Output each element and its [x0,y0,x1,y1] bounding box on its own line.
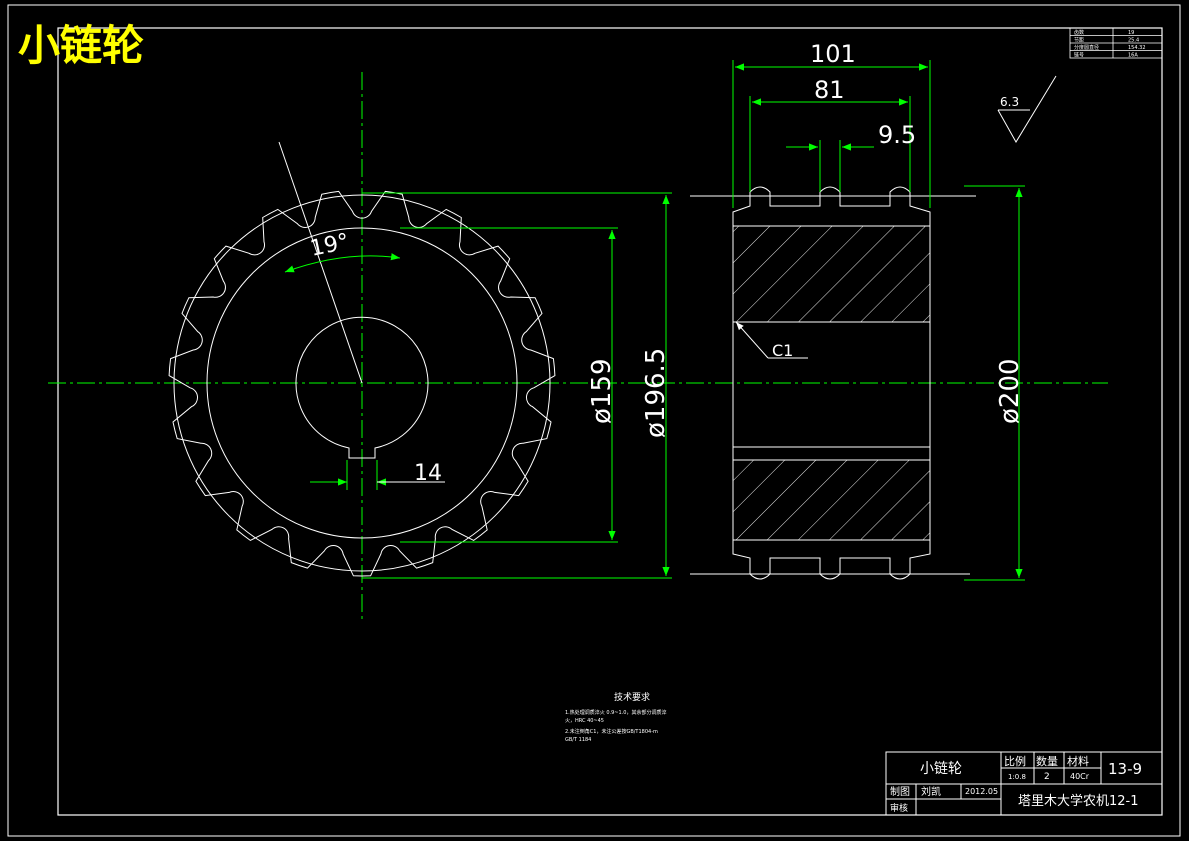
tb-material-value: 40Cr [1070,772,1090,781]
section-view [690,75,1057,580]
tb-scale-value: 1:0.8 [1008,773,1026,781]
sprocket-tooth-outline [168,190,556,577]
param-value: 19 [1128,30,1134,36]
title-block-text: 小链轮 比例 数量 材料 1:0.8 2 40Cr 13-9 制图 刘凯 201… [890,754,1142,814]
param-label: 链号 [1074,52,1084,59]
tb-part-name: 小链轮 [920,761,962,777]
centerlines [48,72,1108,622]
dim-root-diameter: ø159 [587,358,617,424]
drawing-title: 小链轮 [18,21,144,70]
dim-outer-diameter: ø200 [995,358,1025,424]
bore-with-keyway [295,316,429,459]
hatch-bottom [733,460,930,540]
hatch-top [733,226,930,322]
tech-heading: 技术要求 [614,691,650,703]
tb-qty-value: 2 [1044,772,1050,782]
param-table [1069,27,1163,59]
root-circle [206,227,518,539]
tb-scale-label: 比例 [1004,754,1026,768]
tb-date: 2012.05 [965,787,998,796]
pitch-circle [173,194,551,572]
tb-drawing-no: 13-9 [1108,760,1142,778]
param-value: 25.4 [1128,38,1139,44]
tb-drawn-name: 刘凯 [921,785,941,798]
tech-line: 2.未注倒角C1，未注公差按GB/T1804-m [565,728,658,735]
dim-hub-width: 81 [814,76,845,104]
inner-border [57,27,1163,816]
outer-border [7,4,1181,837]
param-table-text: 齿数 19 节距 25.4 分度圆直径 154.32 链号 16A [1074,29,1146,59]
param-label: 齿数 [1074,29,1084,36]
front-dims [284,192,672,579]
title-block [885,751,1163,816]
dim-tip-diameter: ø196.5 [641,348,671,438]
dim-overall-width: 101 [810,40,856,68]
dim-tooth-width: 9.5 [878,121,916,149]
angle-ray [278,141,363,384]
param-label: 分度圆直径 [1074,44,1099,51]
tech-line: 火，HRC 40~45 [565,718,604,724]
tb-qty-label: 数量 [1036,755,1058,768]
dim-roughness: 6.3 [1000,95,1019,109]
tech-line: GB/T 1184 [565,737,591,743]
param-label: 节距 [1074,38,1084,44]
param-value: 16A [1128,53,1138,59]
param-value: 154.32 [1128,45,1146,51]
tb-org: 塔里木大学农机12-1 [1018,793,1139,809]
tech-requirements: 技术要求 1.热处理调质淬火 0.9~1.0，其余部分调质淬 火，HRC 40~… [565,691,666,743]
dim-keyway-width: 14 [414,461,442,486]
tb-material-label: 材料 [1067,754,1089,768]
tb-drawn-label: 制图 [890,785,910,798]
dim-chamfer: C1 [772,341,793,360]
tb-review-label: 审核 [890,802,908,814]
section-dims [732,60,1025,581]
tech-line: 1.热处理调质淬火 0.9~1.0，其余部分调质淬 [565,709,666,716]
